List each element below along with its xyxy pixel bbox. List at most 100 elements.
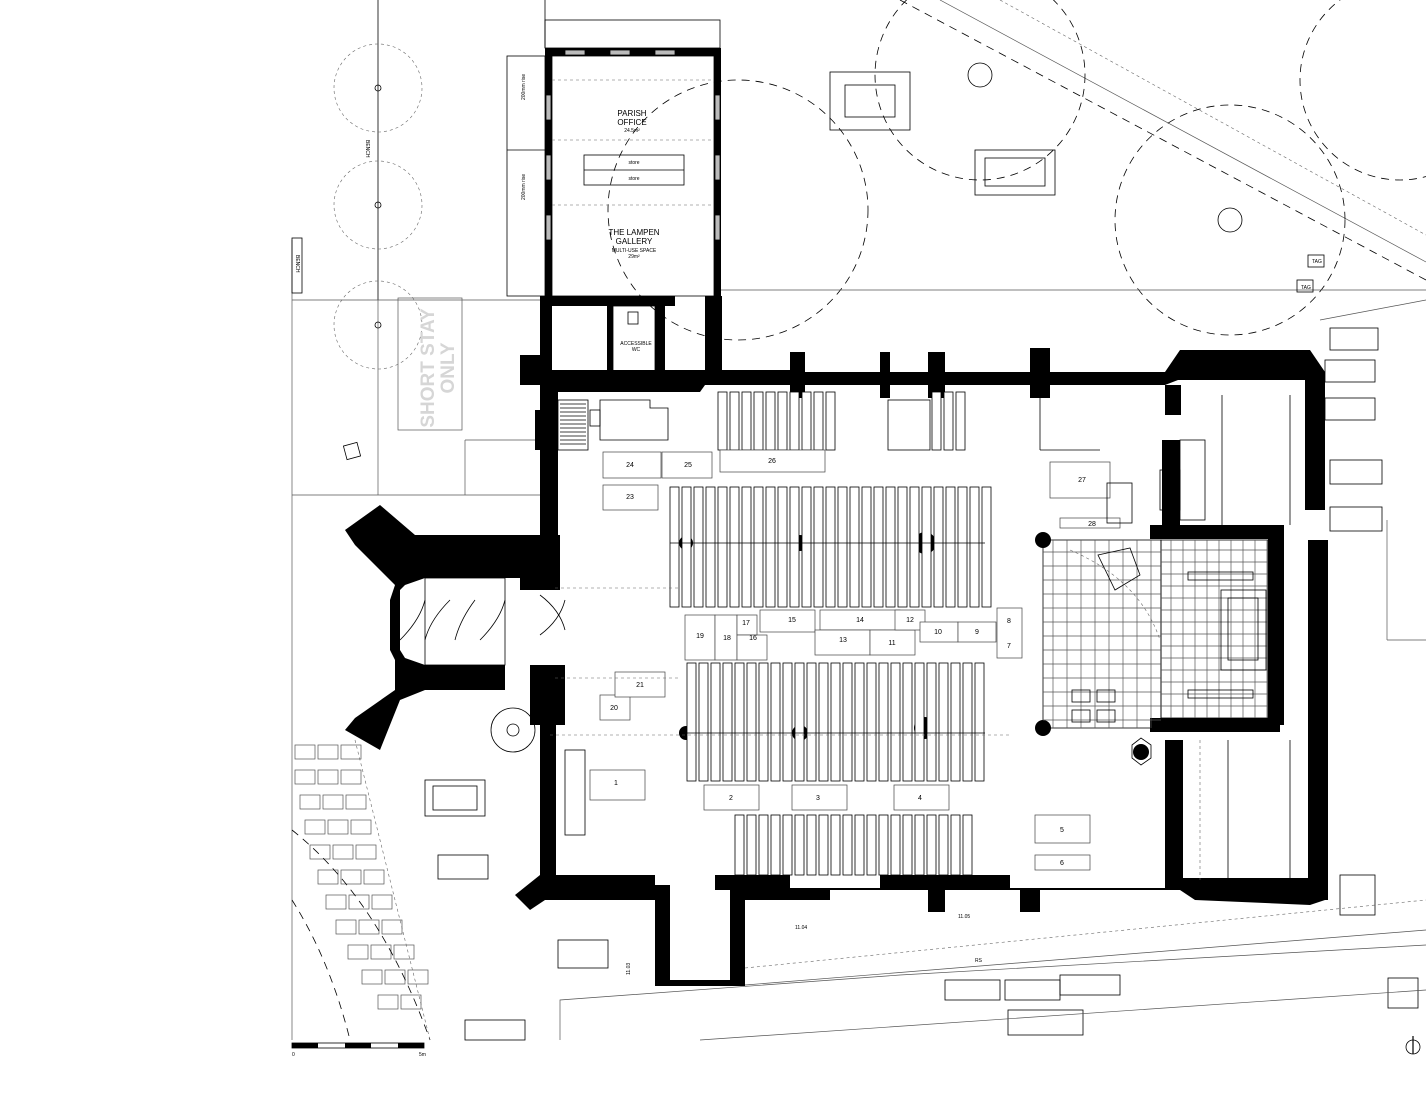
pew-south	[758, 814, 769, 876]
pew-nave-lower	[686, 662, 697, 782]
pew-nave-upper	[729, 486, 740, 608]
north-arrow-icon	[1405, 1036, 1421, 1055]
pew-south	[878, 814, 889, 876]
pew-south	[818, 814, 829, 876]
pew-nave-upper	[753, 486, 764, 608]
pew-nave-lower	[698, 662, 709, 782]
zone-11: 11	[888, 640, 895, 647]
pew-nave-lower	[866, 662, 877, 782]
pew-north	[777, 391, 788, 451]
site-context	[291, 0, 1426, 1041]
zone-3: 3	[816, 795, 820, 802]
pew-nave-lower	[710, 662, 721, 782]
pew-south	[902, 814, 913, 876]
wc-label-2: WC	[632, 347, 641, 353]
zone-8: 8	[1007, 618, 1011, 625]
wc-label-1: ACCESSIBLE	[620, 341, 652, 347]
zone-24: 24	[626, 462, 634, 469]
zone-23: 23	[626, 494, 634, 501]
scale-end: 5m	[419, 1052, 426, 1058]
pew-nave-upper	[981, 486, 992, 608]
pew-nave-upper	[705, 486, 716, 608]
pew-north	[801, 391, 812, 451]
parish-office-area: 24.5m²	[624, 128, 640, 134]
bench-label-2: BENCH	[364, 140, 370, 158]
grave-stones-lower-left	[294, 744, 429, 1010]
church-walls	[345, 296, 1328, 986]
pew-north	[729, 391, 740, 451]
pew-south	[914, 814, 925, 876]
zone-9: 9	[975, 629, 979, 636]
pew-north	[717, 391, 728, 451]
pew-nave-upper	[837, 486, 848, 608]
zone-labels: 1 2 3 4 5 6 7 8 9 10 11 12 13 14 15 16 1…	[610, 458, 1096, 867]
zone-18: 18	[723, 635, 731, 642]
pew-nave-lower	[782, 662, 793, 782]
zone-6: 6	[1060, 860, 1064, 867]
pew-nave-lower	[974, 662, 985, 782]
zone-19: 19	[696, 633, 704, 640]
pew-north	[753, 391, 764, 451]
rise-label-2: 200mm rise	[521, 174, 527, 200]
pew-nave-lower	[962, 662, 973, 782]
level-11-05: 11.05	[958, 914, 970, 920]
pew-south	[842, 814, 853, 876]
zone-1: 1	[614, 780, 618, 787]
pew-south	[890, 814, 901, 876]
pew-nave-upper	[897, 486, 908, 608]
zone-4: 4	[918, 795, 922, 802]
gallery-area: 29m²	[628, 254, 640, 260]
zone-10: 10	[934, 629, 942, 636]
pew-nave-lower	[938, 662, 949, 782]
pew-south	[926, 814, 937, 876]
north-extension: 200mm rise 200mm rise PARISH OFFICE 24.5…	[506, 48, 721, 298]
pew-nave-lower	[902, 662, 913, 782]
pew-nave-upper	[789, 486, 800, 608]
parish-office-title-1: PARISH	[617, 109, 646, 118]
pew-south	[734, 814, 745, 876]
pew-nave-upper	[969, 486, 980, 608]
zone-21: 21	[636, 682, 644, 689]
zone-16: 16	[749, 635, 757, 642]
pew-south	[938, 814, 949, 876]
pew-south	[830, 814, 841, 876]
zone-20: 20	[610, 705, 618, 712]
porch-doors	[399, 577, 566, 753]
bench-label: BENCH	[294, 255, 300, 273]
pew-nave-lower	[890, 662, 901, 782]
zone-25: 25	[684, 462, 692, 469]
pew-nave-lower	[746, 662, 757, 782]
zone-28: 28	[1088, 521, 1096, 528]
rise-label-1: 200mm rise	[521, 74, 527, 100]
pew-nave-upper	[849, 486, 860, 608]
pew-south	[950, 814, 961, 876]
site-labels: SHORT STAY ONLY 11.04 11.05 11.03 RS BEN…	[291, 140, 1325, 975]
pew-nave-lower	[794, 662, 805, 782]
pew-south	[806, 814, 817, 876]
pew-north	[825, 391, 836, 451]
zone-5: 5	[1060, 827, 1064, 834]
zone-27: 27	[1078, 477, 1086, 484]
level-11-04: 11.04	[795, 925, 807, 931]
pew-nave-lower	[818, 662, 829, 782]
pew-nave-upper	[765, 486, 776, 608]
pew-nave-upper	[945, 486, 956, 608]
pew-nave-upper	[933, 486, 944, 608]
pew-north	[789, 391, 800, 451]
parking-label-2: ONLY	[438, 342, 459, 393]
scale-start: 0	[292, 1052, 295, 1058]
pew-nave-upper	[717, 486, 728, 608]
tree-tag-1: TAG	[1312, 259, 1322, 265]
pew-nave-lower	[914, 662, 925, 782]
pew-north	[765, 391, 776, 451]
store-label-top: store	[628, 160, 639, 166]
gallery-title-1: THE LAMPEN	[608, 228, 659, 237]
pew-nave-lower	[950, 662, 961, 782]
pew-nave-upper	[885, 486, 896, 608]
pew-nave-upper	[693, 486, 704, 608]
pew-nave-lower	[806, 662, 817, 782]
pew-north-east	[943, 391, 954, 451]
zone-7: 7	[1007, 643, 1011, 650]
wc-block: ACCESSIBLE WC	[540, 296, 675, 386]
pew-nave-lower	[722, 662, 733, 782]
